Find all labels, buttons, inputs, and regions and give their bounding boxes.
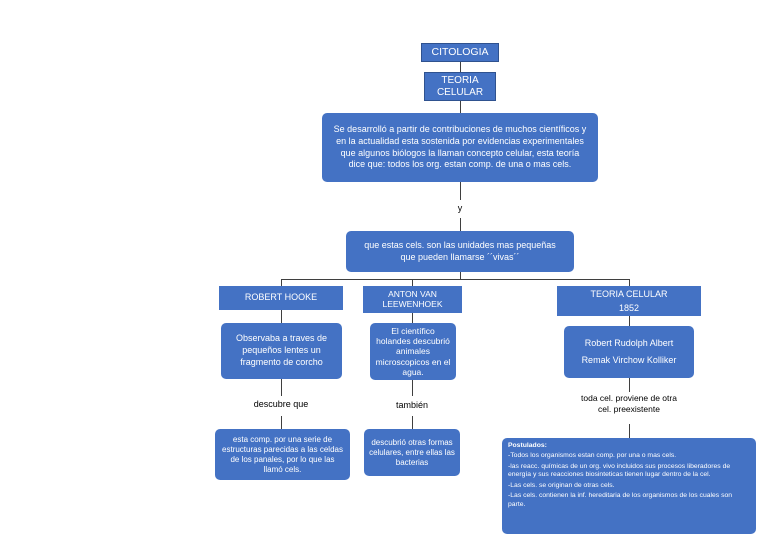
citologia-node: CITOLOGIA: [421, 43, 499, 62]
teoria1852-connector-label: toda cel. proviene de otra cel. preexist…: [581, 393, 677, 415]
connector-line: [460, 62, 461, 72]
connector-line: [412, 313, 413, 323]
teoria1852-year: 1852: [618, 303, 640, 313]
postulados-title: Postulados:: [508, 442, 547, 449]
postulado-item: -Las cels. contienen la inf. hereditaria…: [508, 492, 733, 508]
postulado-item: -Todos los organismos estan comp. por un…: [508, 452, 677, 460]
hooke-connector-label: descubre que: [253, 399, 309, 409]
connector-line: [629, 424, 630, 438]
hooke-result: esta comp. por una serie de estructuras …: [222, 434, 343, 474]
connector-line: [629, 316, 630, 326]
leeuwenhoek-desc: El científico holandes descubrió animale…: [375, 326, 451, 377]
hooke-title: ROBERT HOOKE: [244, 292, 318, 303]
connector-line: [412, 416, 413, 429]
connector-line: [412, 380, 413, 396]
leeuwenhoek-title-node: ANTON VAN LEEWENHOEK: [363, 286, 462, 313]
hooke-desc-node: Observaba a traves de pequeños lentes un…: [221, 323, 342, 379]
leeuwenhoek-desc-node: El científico holandes descubrió animale…: [370, 323, 456, 380]
leeuwenhoek-result-node: descubrió otras formas celulares, entre …: [364, 429, 460, 476]
connector-line: [460, 272, 461, 279]
hooke-result-node: esta comp. por una serie de estructuras …: [215, 429, 350, 480]
postulados-node: Postulados: -Todos los organismos estan …: [502, 438, 756, 534]
connector-line: [460, 101, 461, 113]
leeuwenhoek-connector-label: también: [395, 400, 429, 410]
hooke-desc: Observaba a traves de pequeños lentes un…: [235, 333, 328, 367]
connector-line: [629, 378, 630, 392]
unidades-node: que estas cels. son las unidades mas peq…: [346, 231, 574, 272]
connector-line: [281, 379, 282, 396]
teoria-celular-node: TEORIA CELULAR: [424, 72, 496, 101]
hooke-title-node: ROBERT HOOKE: [219, 286, 343, 310]
citologia-label: CITOLOGIA: [431, 45, 489, 58]
intro-text: Se desarrolló a partir de contribuciones…: [333, 124, 587, 170]
connector-line: [629, 279, 630, 286]
intro-node: Se desarrolló a partir de contribuciones…: [322, 113, 598, 182]
connector-line: [460, 218, 461, 231]
connector-line: [460, 182, 461, 200]
connector-line: [281, 279, 629, 280]
connector-line: [281, 416, 282, 429]
postulado-item: -las reacc. químicas de un org. vivo inc…: [508, 462, 731, 479]
connector-line: [412, 279, 413, 286]
teoria1852-authors-node: Robert Rudolph Albert Remak Virchow Koll…: [564, 326, 694, 378]
teoria1852-authors-line2: Remak Virchow Kolliker: [581, 355, 677, 365]
connector-y-label: y: [457, 203, 463, 213]
teoria-celular-label: TEORIA CELULAR: [436, 74, 484, 98]
leeuwenhoek-title: ANTON VAN LEEWENHOEK: [382, 288, 443, 309]
connector-line: [281, 279, 282, 286]
teoria1852-authors-line1: Robert Rudolph Albert: [584, 337, 674, 348]
leeuwenhoek-result: descubrió otras formas celulares, entre …: [369, 437, 455, 467]
teoria1852-title-node: TEORIA CELULAR 1852: [557, 286, 701, 316]
postulado-item: -Las cels. se originan de otras cels.: [508, 481, 615, 489]
unidades-text: que estas cels. son las unidades mas peq…: [364, 239, 556, 262]
connector-line: [281, 310, 282, 323]
teoria1852-title: TEORIA CELULAR: [590, 288, 668, 299]
